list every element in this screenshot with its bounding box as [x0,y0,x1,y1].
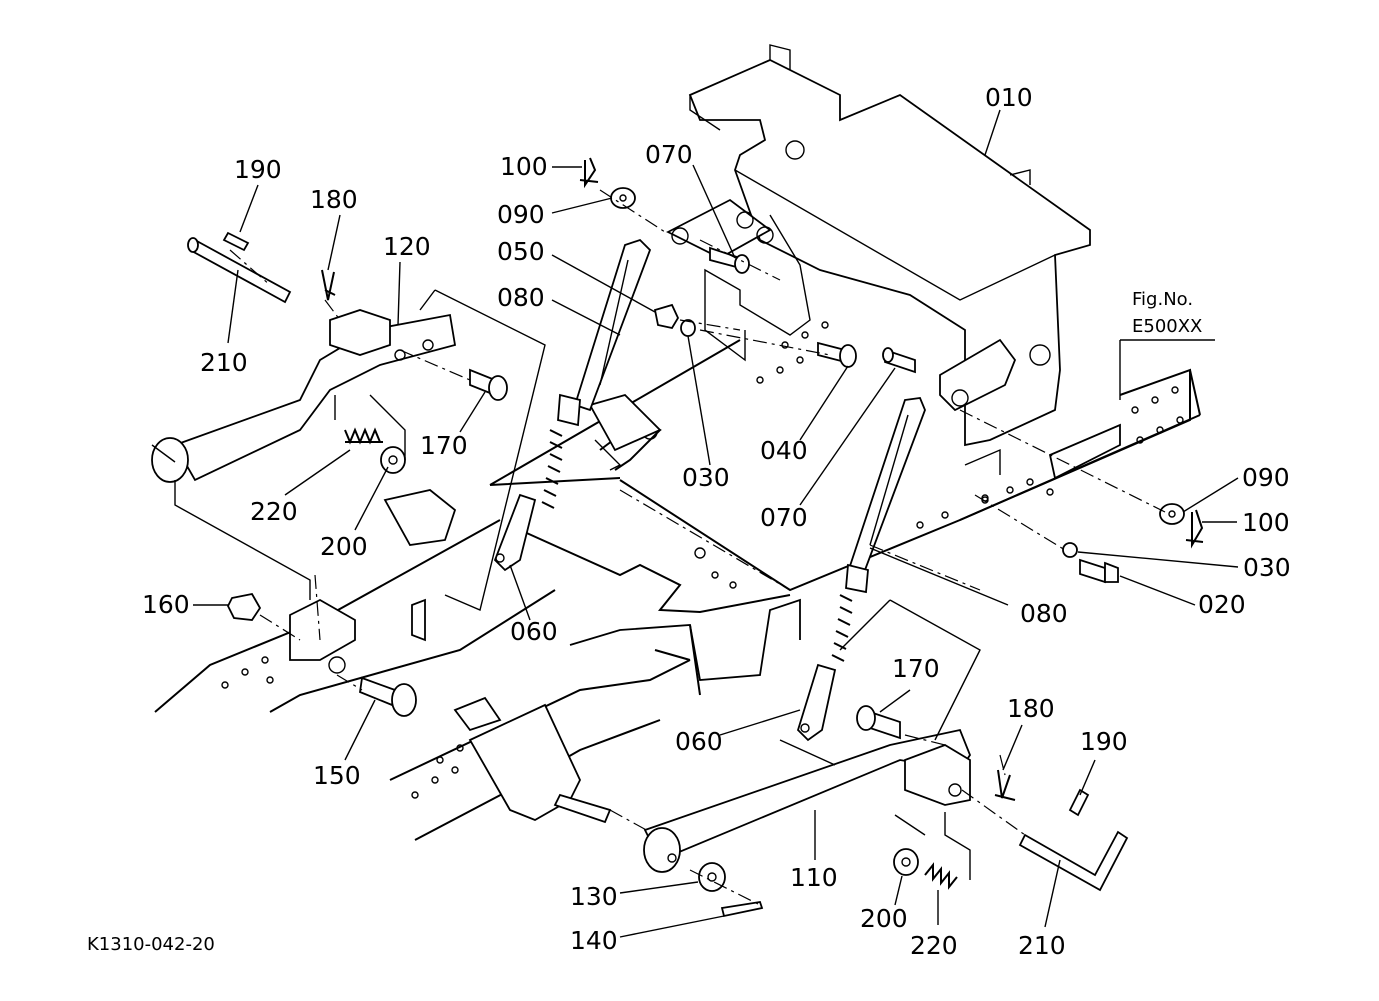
fig-label: Fig.No. [1132,289,1193,310]
frame-rails [154,321,1201,841]
callout-030-upper: 030 [682,463,730,492]
figure-info: Fig.No. E500XX K1310-042-20 [87,289,1202,955]
callout-210-left: 210 [200,348,248,377]
callout-040: 040 [760,436,808,465]
right-lever-110 [553,705,1129,918]
callout-070-lower: 070 [760,503,808,532]
rod-080-left [493,238,652,572]
callout-220-left: 220 [250,497,298,526]
grouping-frames [174,289,1215,880]
callout-110: 110 [790,863,838,892]
callout-210-right: 210 [1018,931,1066,960]
callout-200-left: 200 [320,532,368,561]
callout-170-right: 170 [892,654,940,683]
callout-060-left: 060 [510,617,558,646]
callout-010: 010 [985,83,1033,112]
callout-120: 120 [383,232,431,261]
bracket-assembly-010 [666,44,1091,447]
callout-140: 140 [570,926,618,955]
fig-number: E500XX [1132,316,1202,337]
callout-170-left: 170 [420,431,468,460]
hardware-parts [226,157,1204,717]
callout-080-left: 080 [497,283,545,312]
callout-080-right: 080 [1020,599,1068,628]
callout-030-lower: 030 [1243,553,1291,582]
callout-130: 130 [570,882,618,911]
left-lever-120 [151,231,508,483]
leader-lines [193,109,1239,938]
callout-050: 050 [497,237,545,266]
callout-180-right: 180 [1007,694,1055,723]
callout-090-right: 090 [1242,463,1290,492]
callout-190-left: 190 [234,155,282,184]
callout-labels: 010 020 030 030 040 050 060 060 070 070 … [142,83,1291,960]
drawing-code: K1310-042-20 [87,934,215,955]
callout-200-right: 200 [860,904,908,933]
callout-100-upper: 100 [500,152,548,181]
center-lines [229,189,1166,906]
callout-060-right: 060 [675,727,723,756]
callout-160: 160 [142,590,190,619]
callout-100-right: 100 [1242,508,1290,537]
callout-020: 020 [1198,590,1246,619]
callout-150: 150 [313,761,361,790]
callout-090-upper: 090 [497,200,545,229]
callout-190-right: 190 [1080,727,1128,756]
callout-070-upper: 070 [645,140,693,169]
callout-220-right: 220 [910,931,958,960]
rod-080-right [796,397,926,742]
callout-180-left: 180 [310,185,358,214]
